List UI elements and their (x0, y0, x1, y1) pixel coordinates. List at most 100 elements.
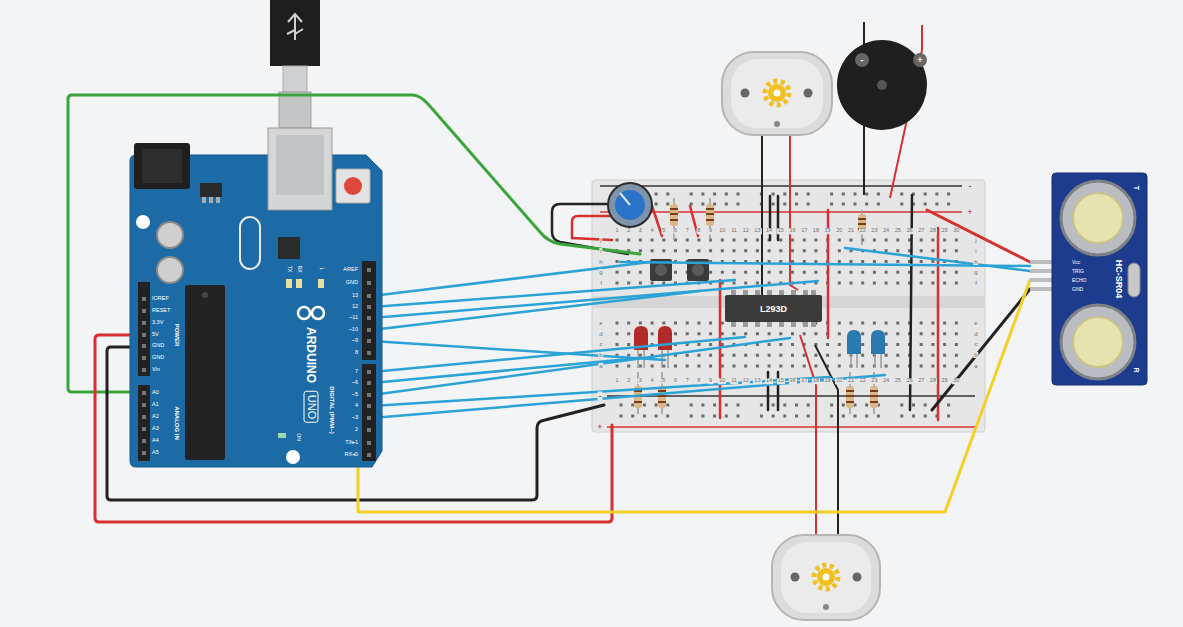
ultrasonic-sensor: HC-SR04VccTRIGECHOGNDTR (1052, 173, 1147, 385)
breadboard-holes-part (756, 239, 759, 242)
breadboard-holes-part (616, 282, 619, 285)
column-number: 19 (824, 378, 832, 384)
breadboard-holes-part (924, 415, 927, 418)
arduino-art-part-part (367, 294, 371, 298)
pin-label: ~3 (352, 415, 358, 421)
breadboard-holes-part (744, 271, 747, 274)
breadboard-holes-part (955, 271, 958, 274)
breadboard-holes-part (737, 404, 740, 407)
sensor-art-part (1030, 287, 1052, 291)
pin-label: 4 (355, 403, 358, 409)
row-letter: e (598, 320, 603, 326)
signal-wire (358, 280, 1052, 512)
breadboard-holes-part (838, 282, 841, 285)
column-number: 25 (894, 228, 902, 234)
leds-part (847, 330, 861, 354)
leds (634, 326, 885, 368)
breadboard-holes-part (616, 332, 619, 335)
pin-label: TRIG (1072, 269, 1084, 274)
breadboard-holes-part (861, 260, 864, 263)
pin-label: A2 (152, 414, 159, 420)
breadboard-holes-part (865, 415, 868, 418)
pin-label: GND (1072, 287, 1083, 292)
breadboard-holes-part (783, 203, 786, 206)
breadboard-holes-part (783, 415, 786, 418)
breadboard-holes-part (697, 239, 700, 242)
resistors-part-part (846, 401, 854, 403)
breadboard-holes-part (850, 271, 853, 274)
potentiometer-part (620, 193, 630, 205)
pin-label: 8 (355, 350, 358, 356)
breadboard-holes-part (900, 203, 903, 206)
leds-part-part (856, 354, 858, 368)
pin-label: 2 (355, 427, 358, 433)
breadboard-holes-part (713, 203, 716, 206)
pin-label: RX◂0 (345, 452, 358, 458)
breadboard-holes-part (885, 271, 888, 274)
polarity-sign: - (598, 392, 603, 401)
breadboard-holes-part (943, 365, 946, 368)
row-letter: e (973, 320, 978, 326)
breadboard-holes-part (737, 203, 740, 206)
breadboard-holes-part (931, 365, 934, 368)
motor-leads-part (761, 135, 763, 300)
dc-motor-part (817, 568, 835, 586)
pin-label: RESET (152, 308, 170, 314)
sensor-art-part (1052, 173, 1147, 385)
column-number: 29 (941, 378, 949, 384)
breadboard-holes-part (935, 203, 938, 206)
usb-cable-part (283, 66, 307, 92)
resistors-part-part (658, 386, 666, 408)
pin-label: ECHO (1072, 278, 1086, 283)
header-label: POWER (174, 324, 180, 347)
arduino-art-part (344, 177, 362, 195)
arduino-art-part-part (142, 356, 146, 360)
breadboard-holes-part (725, 404, 728, 407)
breadboard-holes-part (814, 260, 817, 263)
potentiometer (608, 183, 652, 227)
breadboard-holes-part (931, 271, 934, 274)
arduino-art-part-part (367, 393, 371, 397)
row-letter: g (973, 269, 978, 275)
breadboard-holes-part (931, 249, 934, 252)
dc-motor-part (772, 535, 880, 620)
piezo-buzzer (837, 22, 927, 198)
breadboard-holes-part (900, 404, 903, 407)
breadboard-holes-part (651, 282, 654, 285)
breadboard-holes-part (627, 332, 630, 335)
breadboard-holes-part (666, 404, 669, 407)
resistors-part (634, 208, 878, 403)
breadboard-holes-part (674, 249, 677, 252)
arduino-art-part (278, 433, 286, 438)
breadboard-holes-part (756, 249, 759, 252)
breadboard-holes-part (807, 404, 810, 407)
breadboard-holes-part (896, 260, 899, 263)
arduino-art-part-part (367, 351, 371, 355)
column-number: 19 (824, 228, 832, 234)
breadboard-holes-part (772, 415, 775, 418)
breadboard-holes-part (639, 282, 642, 285)
breadboard-holes-part (877, 193, 880, 196)
breadboard-holes-part (655, 404, 658, 407)
column-number: 26 (905, 228, 913, 234)
breadboard-holes-part (814, 249, 817, 252)
dc-motor-part (722, 52, 832, 135)
pin-label: A1 (152, 402, 159, 408)
breadboard-holes-part (931, 282, 934, 285)
polarity-sign: - (968, 182, 973, 191)
breadboard-holes-part (838, 343, 841, 346)
breadboard-holes-part (697, 332, 700, 335)
jumper-wires-part (719, 280, 722, 418)
breadboard-holes-part (756, 365, 759, 368)
breadboard-holes-part (779, 249, 782, 252)
breadboard-holes-part (931, 260, 934, 263)
breadboard-holes-part (772, 193, 775, 196)
breadboard-holes-part (850, 322, 853, 325)
breadboard-holes-part (697, 249, 700, 252)
breadboard-holes-part (686, 332, 689, 335)
breadboard-holes-part (885, 354, 888, 357)
arduino-art-part-part (367, 268, 371, 272)
breadboard-holes-part (896, 271, 899, 274)
column-number: 2 (626, 228, 631, 234)
pin-label: Vin (152, 367, 160, 373)
